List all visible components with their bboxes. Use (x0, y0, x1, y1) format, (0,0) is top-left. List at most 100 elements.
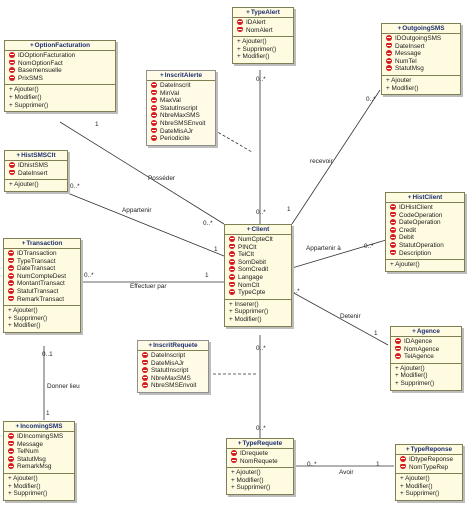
attribute-row[interactable]: NomTypeRep (400, 463, 460, 472)
attribute-row[interactable]: TypeCpte (229, 289, 289, 297)
operation-row[interactable]: + Modifier() (229, 315, 262, 323)
attribute-row[interactable]: PrixSMS (9, 74, 113, 83)
operation-row[interactable]: + Supprimer() (9, 101, 49, 109)
attribute-row[interactable]: NbreSMSEnvoit (151, 119, 213, 128)
attribute-row[interactable]: DateOperation (390, 219, 462, 227)
class-inscrit-alerte[interactable]: +InscritAlerte DateInscrit MinVal MaxVal… (146, 70, 216, 146)
class-type-alert[interactable]: +TypeAlert IDAlert NomAlert + Ajouter() … (232, 7, 294, 64)
operation-row[interactable]: + Supprimer() (395, 379, 435, 387)
operation-row[interactable]: + Supprimer() (229, 308, 269, 316)
operation-row[interactable]: + Modifier() (231, 476, 264, 484)
attribute-row[interactable]: IDIncomingSMS (8, 433, 72, 441)
operation-row[interactable]: + Supprimer() (237, 45, 277, 53)
attribute-row[interactable]: NumTel (386, 57, 458, 66)
operation-row[interactable]: + Ajouter (386, 76, 412, 84)
attribute-row[interactable]: NomAgence (395, 345, 459, 354)
attribute-row[interactable]: PINClt (229, 243, 289, 252)
class-type-reponse[interactable]: +TypeReponse IDtypeReponse NomTypeRep + … (395, 444, 463, 501)
attribute-row[interactable]: Description (390, 249, 462, 258)
attribute-row[interactable]: NumCpteClt (229, 236, 289, 244)
attribute-row[interactable]: IDAgence (395, 338, 459, 346)
class-client[interactable]: +Client NumCpteClt PINClt TelClt SomDebi… (224, 224, 292, 327)
attribute-row[interactable]: DateMisAJr (151, 127, 213, 136)
attribute-row[interactable]: DateMisAJr (142, 359, 206, 368)
attribute-row[interactable]: Langage (229, 273, 289, 282)
operation-row[interactable]: + Supprimer() (400, 490, 440, 498)
operation-row[interactable]: + Ajouter() (400, 475, 430, 483)
attribute-row[interactable]: RemarkTransact (8, 295, 78, 304)
attribute-row[interactable]: MontantTransact (8, 280, 78, 288)
attribute-row[interactable]: Message (8, 440, 72, 449)
operation-row[interactable]: + Inserer() (229, 300, 259, 308)
attribute-row[interactable]: DateInscrit (151, 82, 213, 90)
attribute-row[interactable]: NomRequete (231, 457, 291, 466)
attribute-row[interactable]: NomAlert (237, 26, 291, 35)
attribute-row[interactable]: NomOptionFact (9, 59, 113, 68)
attribute-row[interactable]: IDrequete (231, 450, 291, 458)
operation-row[interactable]: + Supprimer() (8, 314, 48, 322)
class-type-requete[interactable]: +TypeRequete IDrequete NomRequete + Ajou… (226, 438, 294, 495)
operation-row[interactable]: + Modifier() (237, 53, 270, 61)
operation-row[interactable]: + Modifier() (395, 372, 428, 380)
attribute-row[interactable]: DateInsert (386, 42, 458, 51)
operation-row[interactable]: + Supprimer() (8, 490, 48, 498)
class-transaction[interactable]: +Transaction IDTransaction TypeTransact … (3, 238, 81, 333)
operation-row[interactable]: + Ajouter() (8, 307, 38, 315)
attribute-row[interactable]: NbreMaxSMS (142, 374, 206, 383)
attribute-row[interactable]: TelClt (229, 251, 289, 259)
attribute-row[interactable]: TypeTransact (8, 257, 78, 266)
attribute-row[interactable]: SomDebit (229, 258, 289, 267)
attribute-row[interactable]: IDAlert (237, 19, 291, 27)
attribute-row[interactable]: Debit (390, 234, 462, 242)
attribute-row[interactable]: RemarkMsg (8, 463, 72, 471)
operation-row[interactable]: + Ajouter() (395, 364, 425, 372)
attribute-row[interactable]: NomClt (229, 281, 289, 290)
attribute-row[interactable]: DateInsert (9, 169, 65, 178)
attribute-row[interactable]: IDHistClient (390, 204, 462, 212)
operation-row[interactable]: + Ajouter() (237, 38, 267, 46)
operation-row[interactable]: + Ajouter() (8, 474, 38, 482)
attribute-row[interactable]: DateTransact (8, 265, 78, 273)
attribute-row[interactable]: Credit (390, 226, 462, 235)
operation-row[interactable]: + Ajouter() (9, 181, 39, 189)
attribute-row[interactable]: StatutTransact (8, 287, 78, 296)
class-option-facturation[interactable]: +OptionFacturation IDOptionFacturation N… (4, 40, 116, 113)
attribute-row[interactable]: StatutMsg (8, 455, 72, 464)
attribute-row[interactable]: SomCredit (229, 266, 289, 274)
operation-row[interactable]: + Modifier() (8, 482, 41, 490)
attribute-row[interactable]: IDTransaction (8, 250, 78, 258)
attribute-row[interactable]: IDhistSMS (9, 162, 65, 170)
attribute-row[interactable]: MinVal (151, 89, 213, 98)
attribute-row[interactable]: StatutInscript (142, 367, 206, 375)
attribute-row[interactable]: TelAgence (395, 353, 459, 361)
attribute-row[interactable]: NbreSMSEnvoit (142, 382, 206, 390)
attribute-row[interactable]: IDOutgoingSMS (386, 35, 458, 43)
operation-row[interactable]: + Ajouter() (390, 261, 420, 269)
class-agence[interactable]: +Agence IDAgence NomAgence TelAgence + A… (390, 326, 462, 391)
attribute-row[interactable]: IDOptionFacturation (9, 52, 113, 60)
attribute-row[interactable]: Message (386, 50, 458, 58)
attribute-row[interactable]: StatutInscript (151, 104, 213, 113)
attribute-row[interactable]: NumCompteDest (8, 272, 78, 281)
attribute-row[interactable]: MaxVal (151, 97, 213, 105)
class-hist-client[interactable]: +HistClient IDHistClient CodeOperation D… (385, 192, 465, 272)
attribute-row[interactable]: StatutOperation (390, 241, 462, 250)
attribute-row[interactable]: NbreMaxSMS (151, 112, 213, 120)
attribute-row[interactable]: Periodicite (151, 135, 213, 143)
operation-row[interactable]: + Modifier() (9, 93, 42, 101)
attribute-row[interactable]: DateInscript (142, 352, 206, 360)
operation-row[interactable]: + Modifier() (400, 482, 433, 490)
operation-row[interactable]: + Modifier() (386, 84, 419, 92)
attribute-row[interactable]: CodeOperation (390, 211, 462, 220)
attribute-row[interactable]: IDtypeReponse (400, 456, 460, 464)
attribute-row[interactable]: StatutMsg (386, 65, 458, 73)
attribute-row[interactable]: TelNum (8, 448, 72, 456)
operation-row[interactable]: + Ajouter() (231, 469, 261, 477)
class-hist-sms-clt[interactable]: +HistSMSClt IDhistSMS DateInsert + Ajout… (4, 150, 68, 192)
class-outgoing-sms[interactable]: +OutgoingSMS IDOutgoingSMS DateInsert Me… (381, 23, 461, 96)
operation-row[interactable]: + Ajouter() (9, 86, 39, 94)
attribute-row[interactable]: Basemensuelle (9, 67, 113, 75)
class-inscrit-requete[interactable]: +InscritRequete DateInscript DateMisAJr … (137, 340, 209, 393)
operation-row[interactable]: + Supprimer() (231, 484, 271, 492)
class-incoming-sms[interactable]: +IncomingSMS IDIncomingSMS Message TelNu… (3, 421, 75, 501)
